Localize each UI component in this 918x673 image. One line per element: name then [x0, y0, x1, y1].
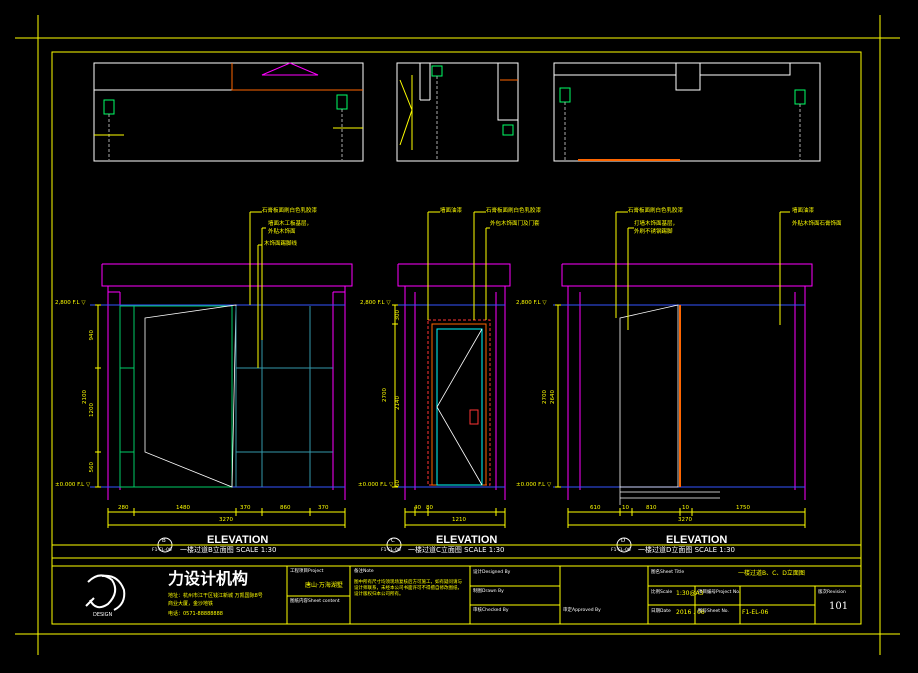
elevation-b [90, 211, 353, 553]
approved-label: 审定Approved By [563, 608, 601, 613]
elevation-b-dim-v4: 560 [89, 462, 95, 473]
elevation-d-dim-h2: 10 [622, 505, 629, 511]
elevation-d-title: ELEVATION [666, 534, 728, 546]
title-block [51, 565, 862, 625]
plan-view-d [553, 62, 821, 162]
drawing-no-label: 图号Sheet No. [698, 609, 729, 614]
elevation-b-level-bottom: ±0.000 F.L ▽ [55, 482, 91, 488]
project-name: 唐山·万海湖墅 [305, 582, 343, 589]
elevation-b-level-top: 2,800 F.L ▽ [55, 300, 86, 306]
elevation-c-note-3: 外包木饰面门及门套 [490, 221, 540, 227]
elevation-c-note-1: 墙面油漆 [440, 208, 463, 214]
logo-caption: DESIGN [93, 612, 113, 618]
elevation-b-note-2: 墙面木工板基层， [268, 221, 313, 227]
company-phone: 电话：0571-88888888 [168, 611, 223, 617]
elevation-b-dim-v3: 1200 [89, 403, 95, 417]
version-label: 版次Revision [818, 590, 846, 595]
designer-label: 设计Designed By [473, 570, 511, 575]
drawing-frame [15, 15, 900, 655]
elevation-d-note-2: 打墙木饰面基层， [634, 221, 679, 227]
elevation-b-note-1: 石膏板面刷白色乳胶漆 [262, 208, 318, 214]
elevation-c-dim-v3: 2140 [395, 396, 401, 410]
elevation-b-dim-h5: 370 [318, 505, 329, 511]
company-name: 力设计机构 [168, 569, 249, 588]
elevation-c-note-2: 石膏板面刷白色乳胶漆 [486, 208, 542, 214]
caption-band [52, 544, 861, 559]
date-value: 2016 . 06 [676, 609, 705, 616]
elevation-d-dim-h4: 10 [682, 505, 689, 511]
company-address-line2: 商业大厦，金沙地铁 [168, 601, 214, 607]
elevation-d-marker: D [621, 538, 626, 544]
scale-label: 比例Scale [651, 590, 673, 595]
elevation-b-total-width: 3270 [219, 517, 233, 523]
elevation-c [386, 211, 511, 553]
sheet-title-label: 图名Sheet Title [651, 570, 685, 575]
drawing-content-label: 图纸内容Sheet content [290, 599, 340, 604]
elevation-b-title: ELEVATION [207, 534, 269, 546]
elevation-c-dim-v1: 300 [395, 310, 401, 321]
elevation-c-total-width: 1210 [452, 517, 466, 523]
remark-label: 备注Note [354, 569, 374, 574]
elevation-b-marker: B [162, 538, 166, 544]
page-number: 101 [829, 601, 849, 612]
company-logo [85, 574, 126, 611]
company-address: 地址：杭州市江干区钱江新城 万凯国际8号 [168, 593, 263, 599]
elevation-d-dim-v1: 2700 [542, 390, 548, 404]
elevation-b-note-4: 木饰面踢脚线 [264, 241, 298, 247]
drawing-no: F1-EL-06 [742, 609, 769, 616]
elevation-d-note-3: 外刷不锈钢踢脚 [634, 229, 673, 235]
elevation-b-dim-h4: 860 [280, 505, 291, 511]
elevation-c-sheet-ref: F1-EL-06 [381, 548, 401, 553]
elevation-c-level-bottom: ±0.000 F.L ▽ [358, 482, 394, 488]
elevation-d-note-1: 石膏板面刷白色乳胶漆 [628, 208, 684, 214]
elevation-d-dim-h5: 1750 [736, 505, 750, 511]
elevation-c-dim-v2: 2700 [382, 388, 388, 402]
elevation-b-dim-v1: 940 [89, 330, 95, 341]
elevation-d-level-top: 2,800 F.L ▽ [516, 300, 547, 306]
project-no-label: 项目编号Project No. [698, 590, 741, 595]
plan-view-c [396, 62, 519, 162]
elevation-b-caption: 一楼过道B立面图 SCALE 1:30 [180, 546, 277, 554]
elevation-d-level-bottom: ±0.000 F.L ▽ [516, 482, 552, 488]
elevation-d-dim-h3: 810 [646, 505, 657, 511]
elevation-d-total-width: 3270 [678, 517, 692, 523]
elevation-d [553, 211, 813, 553]
remark-text: 图中所有尺寸均须现场复核后方可施工，如有疑问请与设计师联系，未经本公司书面许可不… [354, 580, 462, 598]
elevation-b-sheet-ref: F1-EL-06 [152, 548, 172, 553]
date-label: 日期Date [651, 609, 671, 614]
sheet-title: 一楼过道B、C、D立面图 [738, 570, 805, 577]
elevation-d-note-5: 外贴木饰面石膏饰面 [792, 221, 842, 227]
elevation-b-dim-v2: 2100 [82, 390, 88, 404]
elevation-b-note-3: 外贴木饰面 [268, 229, 296, 235]
checked-label: 审核Checked By [473, 608, 509, 613]
elevation-c-dim-v4: 60 [395, 480, 401, 487]
elevation-c-dim-h1: 40 [414, 505, 421, 511]
plan-view-b [93, 62, 364, 162]
elevation-c-dim-h2: 80 [426, 505, 433, 511]
elevation-d-caption: 一楼过道D立面图 SCALE 1:30 [638, 546, 736, 554]
scale-value: 1:30@A3 [676, 590, 704, 597]
project-label: 工程项目Project [290, 569, 324, 574]
elevation-d-sheet-ref: F1-EL-06 [611, 548, 631, 553]
elevation-c-title: ELEVATION [436, 534, 498, 546]
drawn-label: 制图Drawn By [473, 589, 504, 594]
elevation-c-caption: 一楼过道C立面图 SCALE 1:30 [408, 546, 505, 554]
elevation-d-dim-v2: 2640 [550, 390, 556, 404]
elevation-c-level-top: 2,800 F.L ▽ [360, 300, 391, 306]
elevation-b-dim-h3: 370 [240, 505, 251, 511]
elevation-d-dim-h1: 610 [590, 505, 601, 511]
elevation-b-dim-h1: 280 [118, 505, 129, 511]
elevation-d-note-4: 墙面油漆 [792, 208, 815, 214]
elevation-c-marker: C [391, 538, 395, 544]
elevation-b-dim-h2: 1480 [176, 505, 190, 511]
